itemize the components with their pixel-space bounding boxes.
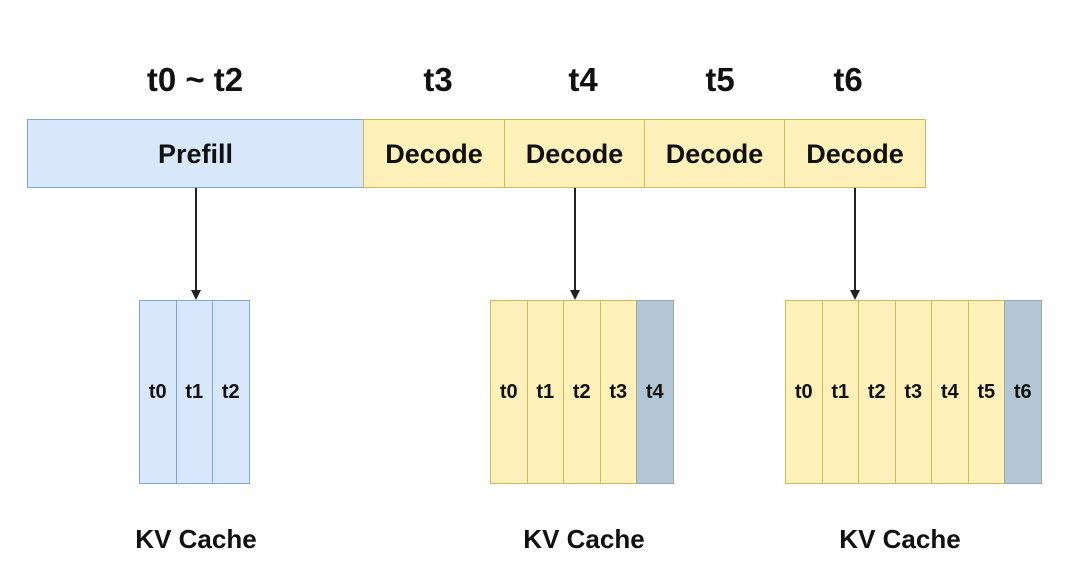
decode-block-t4: Decode xyxy=(504,119,645,188)
kv-cell: t2 xyxy=(212,300,250,484)
kv-cell: t0 xyxy=(139,300,177,484)
decode-block-t5: Decode xyxy=(644,119,785,188)
decode-block-t6: Decode xyxy=(784,119,926,188)
time-label-t5: t5 xyxy=(705,61,735,98)
arrow-head-decode-t6 xyxy=(849,290,860,300)
kv-cache-prefill: t0 t1 t2 xyxy=(139,300,250,484)
kv-cell-new-token: t6 xyxy=(1004,300,1042,484)
kv-cell: t1 xyxy=(175,300,213,484)
kv-cell: t4 xyxy=(931,300,969,484)
time-label-t4: t4 xyxy=(568,61,598,98)
prefill-block: Prefill xyxy=(27,119,364,188)
kv-cache-caption-t4: KV Cache xyxy=(523,524,645,554)
arrow-prefill-to-cache xyxy=(195,188,197,290)
time-label-t3: t3 xyxy=(423,61,453,98)
kv-cache-caption-t6: KV Cache xyxy=(839,524,961,554)
decode-block-t3: Decode xyxy=(363,119,505,188)
kv-cell: t2 xyxy=(858,300,896,484)
kv-cell: t1 xyxy=(526,300,564,484)
kv-cell: t0 xyxy=(785,300,823,484)
kv-cell: t0 xyxy=(490,300,528,484)
arrow-decode-t6-to-cache xyxy=(854,188,856,290)
arrow-head-decode-t4 xyxy=(569,290,580,300)
kv-cell: t3 xyxy=(599,300,637,484)
time-label-t6: t6 xyxy=(833,61,863,98)
kv-cache-t4: t0 t1 t2 t3 t4 xyxy=(490,300,674,484)
time-label-t0-t2: t0 ~ t2 xyxy=(146,61,244,98)
kv-cache-caption-prefill: KV Cache xyxy=(135,524,257,554)
arrow-decode-t4-to-cache xyxy=(574,188,576,290)
kv-cell: t3 xyxy=(894,300,932,484)
arrow-head-prefill xyxy=(190,290,201,300)
kv-cell: t2 xyxy=(563,300,601,484)
kv-cell-new-token: t4 xyxy=(636,300,674,484)
kv-cell: t1 xyxy=(821,300,859,484)
kv-cache-t6: t0 t1 t2 t3 t4 t5 t6 xyxy=(785,300,1042,484)
kv-cell: t5 xyxy=(967,300,1005,484)
